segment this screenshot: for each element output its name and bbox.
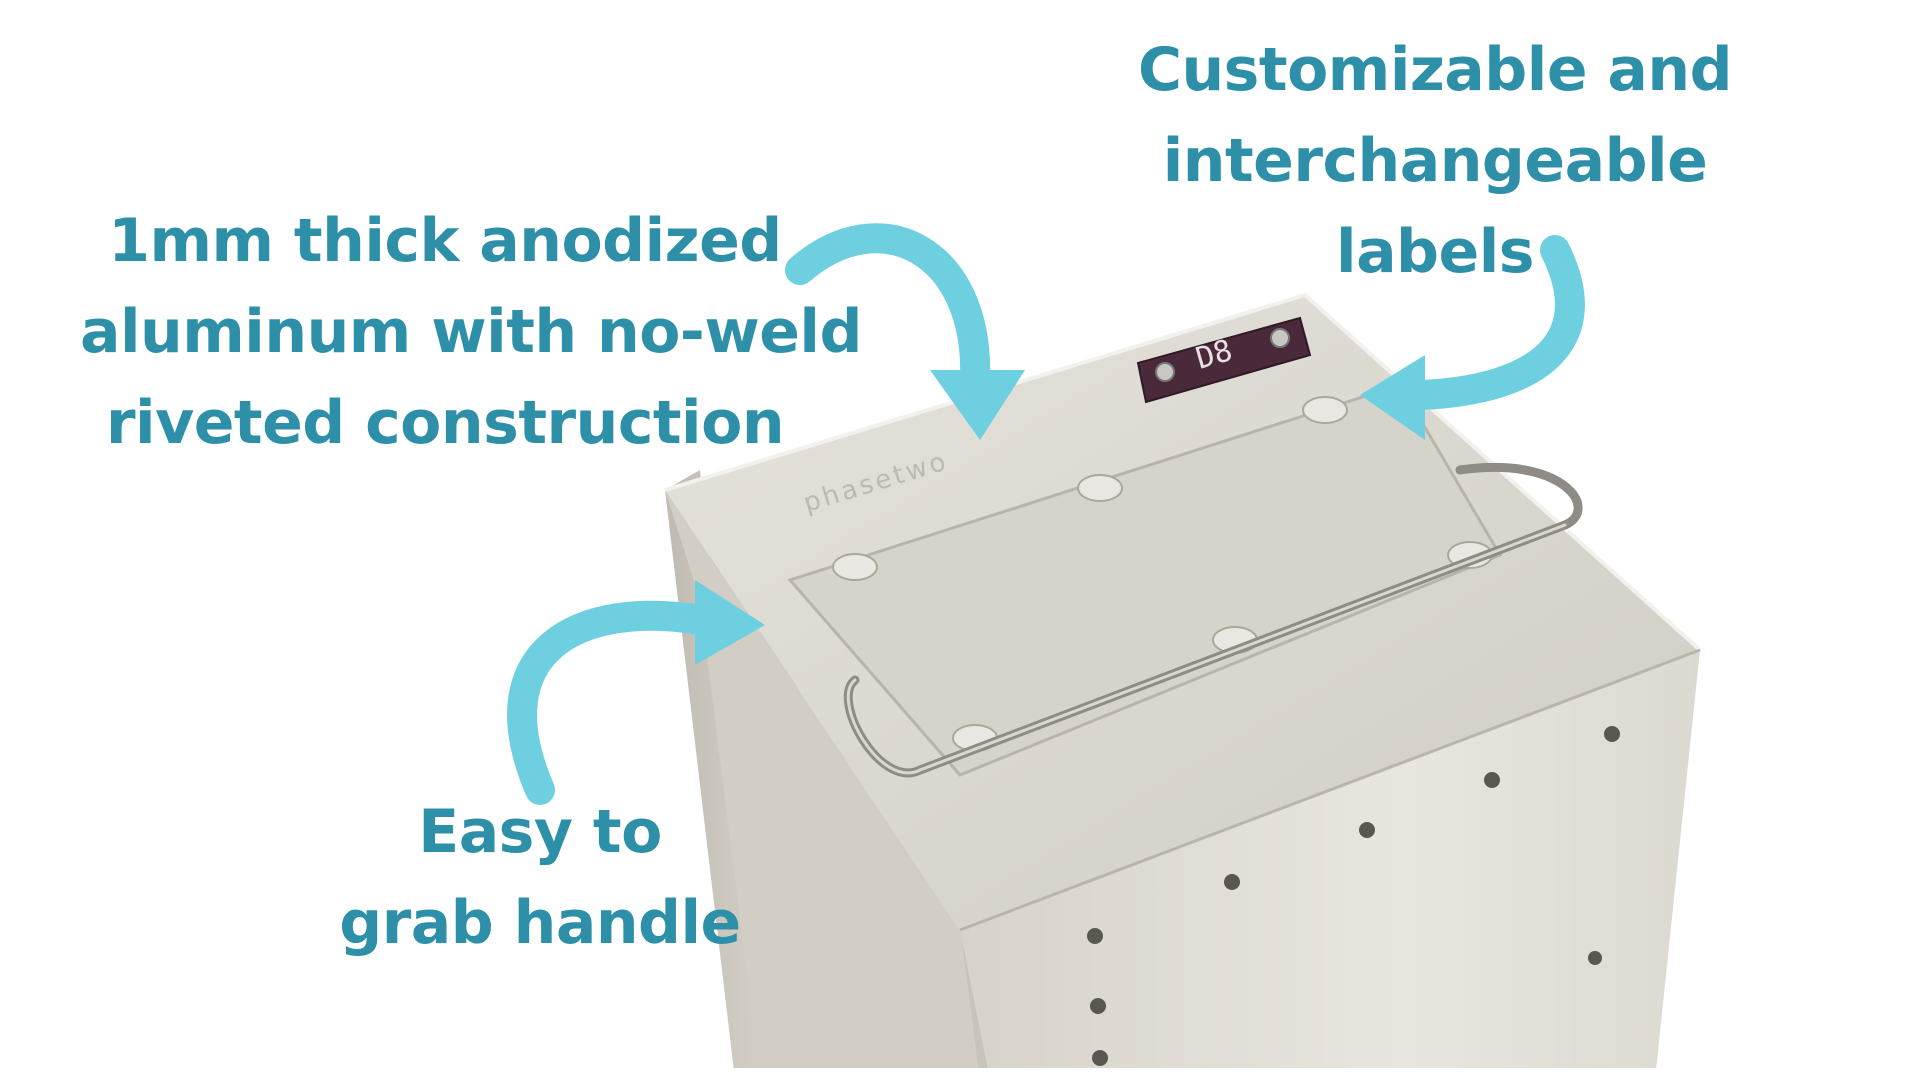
callout-labels: Customizable and interchangeable labels [1130, 25, 1740, 299]
arrow-material [785, 223, 1025, 440]
side-holes [1087, 726, 1620, 1066]
callout-material-line-2: aluminum with no-weld [80, 297, 862, 368]
rack-side-wall [960, 650, 1700, 1080]
handle-plate [787, 383, 1503, 777]
arrow-labels [1360, 235, 1585, 440]
callout-material: 1mm thick anodized aluminum with no-weld… [80, 196, 862, 470]
callout-material-line-3: riveted construction [105, 388, 785, 459]
callout-labels-line-2: interchangeable [1162, 126, 1708, 197]
callout-material-line-1: 1mm thick anodized [108, 206, 782, 276]
callout-handle-line-1: Easy to [418, 797, 662, 867]
arrow-handle [507, 580, 765, 805]
callout-labels-line-3: labels [1336, 217, 1534, 288]
callout-labels-line-1: Customizable and [1137, 35, 1733, 105]
callout-handle: Easy to grab handle [330, 787, 750, 969]
rack-front-face [665, 490, 980, 1080]
callout-handle-line-2: grab handle [339, 888, 741, 959]
label-plate [1136, 316, 1312, 404]
